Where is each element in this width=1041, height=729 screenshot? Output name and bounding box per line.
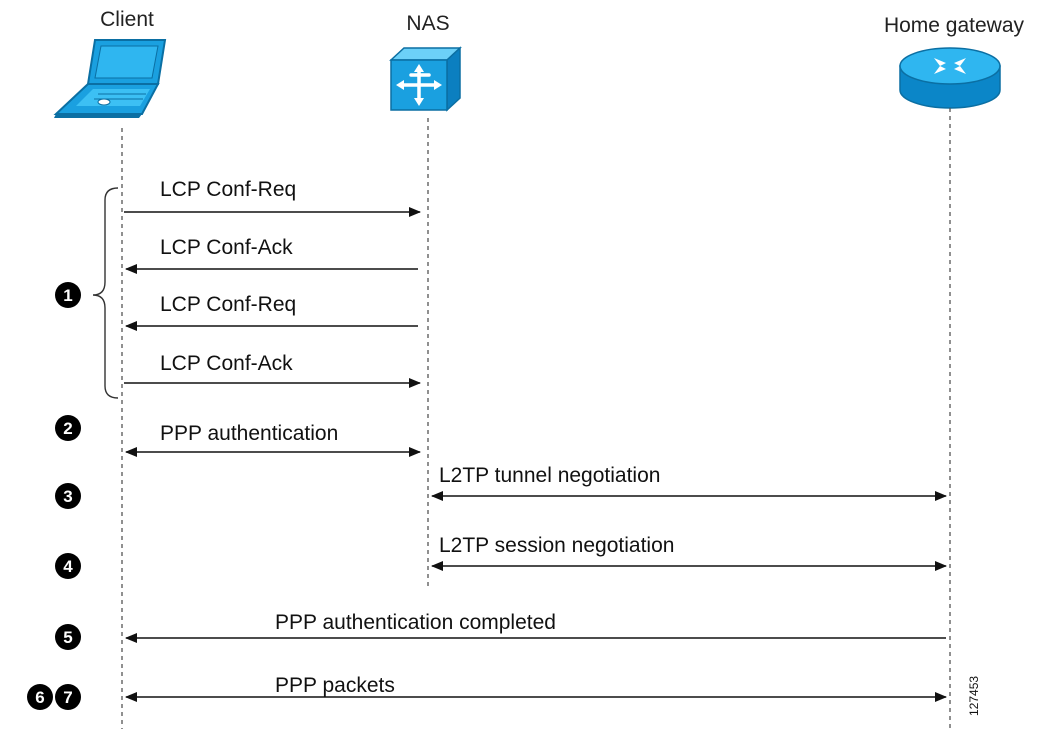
actor-label-gateway: Home gateway xyxy=(884,14,1025,37)
message-label: L2TP tunnel negotiation xyxy=(439,464,660,487)
svg-text:6: 6 xyxy=(35,688,44,707)
step-badge-4: 4 xyxy=(55,553,81,579)
message-l2tp-tunnel-negotiation: L2TP tunnel negotiation xyxy=(431,464,947,501)
message-label: PPP authentication completed xyxy=(275,611,556,634)
message-label: LCP Conf-Ack xyxy=(160,236,293,259)
message-label: L2TP session negotiation xyxy=(439,534,674,557)
svg-text:1: 1 xyxy=(63,286,72,305)
message-label: PPP packets xyxy=(275,674,395,697)
message-lcp-conf-req-1: LCP Conf-Req xyxy=(124,178,421,217)
message-label: LCP Conf-Ack xyxy=(160,352,293,375)
step-badge-5: 5 xyxy=(55,624,81,650)
svg-text:5: 5 xyxy=(63,628,72,647)
message-lcp-conf-ack-1: LCP Conf-Ack xyxy=(125,236,418,274)
svg-text:3: 3 xyxy=(63,487,72,506)
step-badge-2: 2 xyxy=(55,415,81,441)
message-l2tp-session-negotiation: L2TP session negotiation xyxy=(431,534,947,571)
step-badge-3: 3 xyxy=(55,483,81,509)
svg-text:2: 2 xyxy=(63,419,72,438)
step-1-brace xyxy=(92,187,119,399)
nas-switch-icon xyxy=(389,46,462,112)
svg-text:4: 4 xyxy=(63,557,73,576)
laptop-icon xyxy=(53,39,167,118)
step-badge-1: 1 xyxy=(55,282,81,308)
message-ppp-packets: PPP packets xyxy=(125,674,947,702)
actor-label-client: Client xyxy=(100,8,154,31)
message-ppp-authentication: PPP authentication xyxy=(125,422,421,457)
message-label: PPP authentication xyxy=(160,422,338,445)
message-label: LCP Conf-Req xyxy=(160,178,296,201)
router-icon xyxy=(899,47,1001,109)
actor-label-nas: NAS xyxy=(406,12,449,35)
message-lcp-conf-req-2: LCP Conf-Req xyxy=(125,293,418,331)
message-ppp-authentication-completed: PPP authentication completed xyxy=(125,611,946,643)
message-label: LCP Conf-Req xyxy=(160,293,296,316)
svg-text:7: 7 xyxy=(63,688,72,707)
figure-id: 127453 xyxy=(967,676,981,716)
step-badge-7: 7 xyxy=(55,684,81,710)
message-lcp-conf-ack-2: LCP Conf-Ack xyxy=(124,352,421,388)
step-badge-6: 6 xyxy=(27,684,53,710)
